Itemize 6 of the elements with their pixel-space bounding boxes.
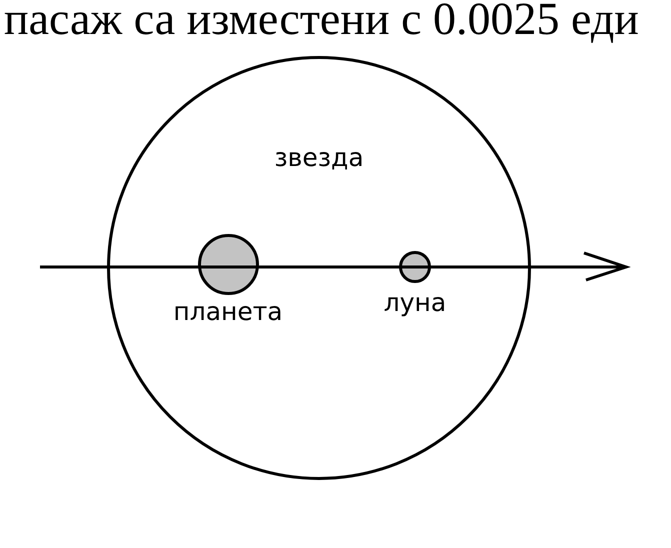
node-label: планета (173, 297, 283, 326)
star-circle (107, 56, 531, 480)
moon-circle (399, 251, 431, 283)
heading-text: пасаж са изместени с 0.0025 еди (4, 0, 639, 45)
node-label: звезда (274, 143, 364, 172)
node-label: луна (384, 288, 446, 317)
